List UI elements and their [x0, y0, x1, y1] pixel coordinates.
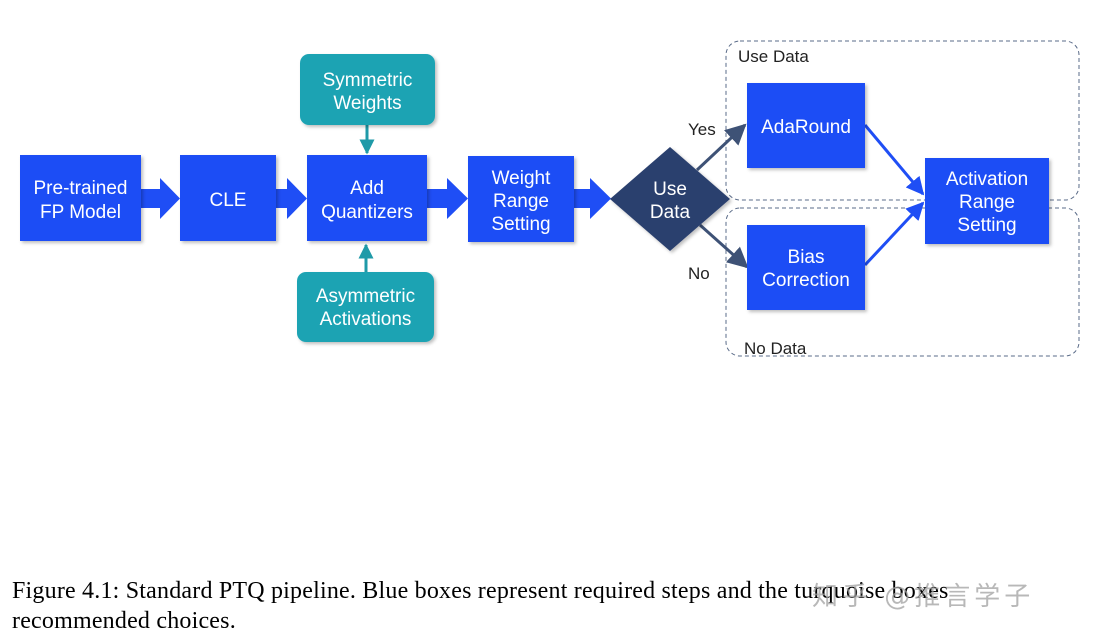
node-cle: CLE: [180, 155, 276, 241]
edge-label-yes: Yes: [688, 120, 716, 139]
svg-text:Correction: Correction: [762, 270, 850, 291]
arrow-bias-correction-to-activation-range: [863, 201, 925, 267]
svg-text:Weights: Weights: [333, 93, 401, 114]
flow-arrow-pretrained-to-cle: [141, 178, 180, 219]
node-asymmetric-activations: Asymmetric Activations: [297, 272, 434, 342]
svg-text:Add: Add: [350, 178, 384, 199]
use-data-region-label: Use Data: [738, 47, 809, 66]
flow-arrow-cle-to-add-quantizers: [276, 178, 307, 219]
svg-text:Quantizers: Quantizers: [321, 202, 413, 223]
svg-text:Range: Range: [959, 192, 1015, 213]
svg-text:Data: Data: [650, 202, 691, 223]
svg-text:Range: Range: [493, 191, 549, 212]
flow-arrow-weight-range-to-use-data: [574, 178, 611, 219]
watermark: 知乎 @推言学子: [812, 582, 1035, 612]
node-use-data-decision: Use Data: [610, 147, 730, 251]
svg-text:Weight: Weight: [492, 168, 552, 189]
svg-text:Setting: Setting: [491, 214, 550, 235]
no-data-region-label: No Data: [744, 339, 807, 358]
node-pretrained-fp-model: Pre-trained FP Model: [20, 155, 141, 241]
svg-text:Symmetric: Symmetric: [323, 70, 413, 91]
svg-text:Setting: Setting: [957, 215, 1016, 236]
svg-text:Use: Use: [653, 179, 687, 200]
svg-text:Bias: Bias: [788, 247, 825, 268]
flow-arrow-add-quantizers-to-weight-range: [427, 178, 468, 219]
svg-text:FP Model: FP Model: [40, 202, 121, 223]
arrow-adaround-to-activation-range: [863, 124, 925, 196]
node-weight-range-setting: Weight Range Setting: [468, 156, 574, 242]
arrow-no-branch: [699, 223, 749, 269]
node-add-quantizers: Add Quantizers: [307, 155, 427, 241]
svg-text:AdaRound: AdaRound: [761, 117, 851, 138]
node-symmetric-weights: Symmetric Weights: [300, 54, 435, 125]
no-data-region: No Data: [725, 207, 1080, 358]
arrow-yes-branch: [695, 123, 747, 172]
svg-text:Activations: Activations: [320, 309, 412, 330]
svg-text:Asymmetric: Asymmetric: [316, 286, 415, 307]
use-data-region: Use Data: [725, 40, 1080, 201]
node-activation-range-setting: Activation Range Setting: [925, 158, 1049, 244]
svg-text:CLE: CLE: [210, 190, 247, 211]
svg-text:Pre-trained: Pre-trained: [34, 178, 128, 199]
figure-caption: Figure 4.1: Standard PTQ pipeline. Blue …: [12, 578, 949, 634]
node-bias-correction: Bias Correction: [747, 225, 865, 310]
edge-label-no: No: [688, 264, 710, 283]
node-adaround: AdaRound: [747, 83, 865, 168]
svg-text:Activation: Activation: [946, 169, 1028, 190]
